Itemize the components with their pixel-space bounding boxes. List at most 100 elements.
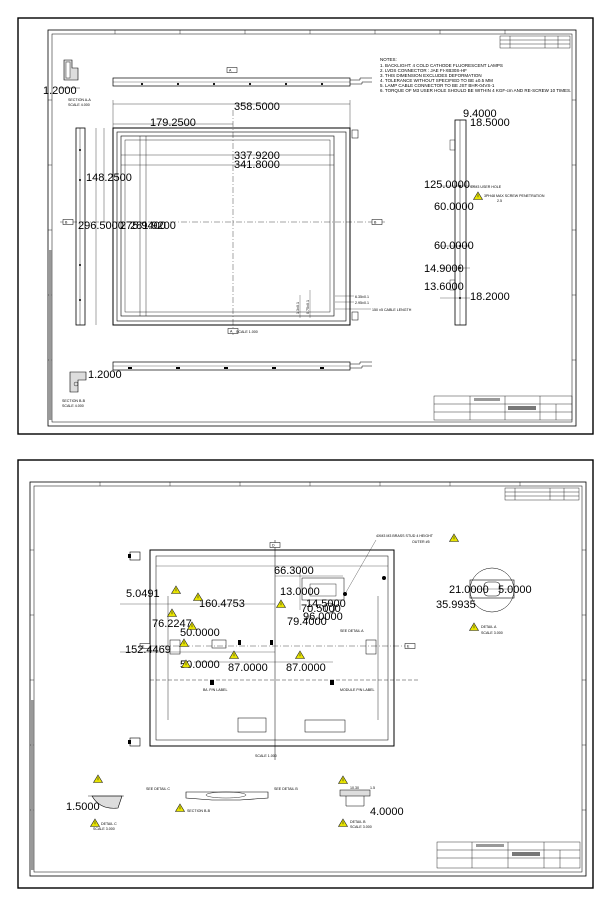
dim-152: 152.4469: [125, 644, 171, 656]
warning-icons-sheet2: [90, 533, 479, 827]
detail-b: 10.30 1.5 4.0000 DETAIL B SCALE 3.000: [339, 786, 404, 829]
stud-note: 4XM3 M3 BRASS STUD 4 HEIGHT: [376, 534, 434, 538]
cable-length: 150 ±5 CABLE LENGTH: [372, 308, 412, 312]
dim-60b: 60.0000: [434, 240, 474, 252]
section-bb-detail: 1.2000 SECTION B-B SCALE 4.000: [62, 369, 122, 408]
dim-179: 179.2500: [150, 117, 196, 129]
dim-18-2: 18.2000: [470, 291, 510, 303]
section-bb-2: SEE DETAIL C SEE DETAIL B SECTION B-B: [146, 787, 298, 813]
dim-50a: 50.0000: [180, 627, 220, 639]
dim-281: 281.9200: [130, 220, 176, 232]
dim-358: 358.5000: [234, 101, 280, 113]
dim-87b: 87.0000: [286, 662, 326, 674]
rear-view-dimension-lines: [120, 570, 343, 663]
front-view-dimensions: [95, 100, 351, 325]
title-block-1: [433, 395, 573, 421]
sheet1-side-text: [49, 250, 52, 420]
see-detail-c: SEE DETAIL C: [146, 787, 170, 791]
dim-60a: 60.0000: [434, 201, 474, 213]
detail-c-scale: SCALE 3.000: [93, 827, 115, 831]
tag-e-left: E: [142, 645, 145, 649]
sheet2-inner-border: [33, 485, 583, 873]
section-aa-scale: SCALE 4.000: [68, 103, 90, 107]
stud-note-2: OUTER #5: [412, 540, 430, 544]
dim-2-95: 2.95±0.1: [355, 301, 369, 305]
tag-e-right: E: [407, 645, 410, 649]
revision-block: [499, 35, 571, 49]
dim-1-2-top: 1.2000: [43, 85, 77, 97]
section-aa-label: SECTION A-A: [68, 98, 91, 102]
dim-14-9: 14.9000: [424, 263, 464, 275]
sheet2-side-text: [31, 700, 34, 870]
note-4: 4. TOLERANCE WITHOUT SPECIFIED TO BE ±0.…: [380, 78, 493, 83]
dim-14-5: 14.5000: [306, 598, 346, 610]
tag-d-top: D: [272, 544, 275, 548]
dim-87a: 87.0000: [228, 662, 268, 674]
revision-block-2: [504, 487, 580, 501]
dim-50b: 50.0000: [180, 659, 220, 671]
dim-21: 21.0000: [449, 584, 489, 596]
see-detail-a: SEE DETAIL A: [340, 629, 364, 633]
notes-title: NOTES:: [380, 57, 397, 62]
detail-b-scale: SCALE 3.000: [350, 825, 372, 829]
dim-1-5-b: 1.5: [370, 786, 375, 790]
detail-a-label: DETAIL A: [481, 625, 497, 629]
section-bb-scale: SCALE 4.000: [62, 404, 84, 408]
dim-6-35: 6.35±0.1: [355, 295, 369, 299]
dim-76: 76.2247: [152, 618, 192, 630]
dim-1-5: 1.5000: [66, 801, 100, 813]
penetration-note: 3PH48 MAX SCREW PENETRATION: [484, 194, 545, 198]
outer-frame-2: [17, 459, 594, 889]
tag-b-left: B: [65, 221, 68, 225]
dim-1-3: 1.3±0.1: [296, 302, 300, 314]
detail-c-label: DETAIL C: [101, 822, 117, 826]
dim-18-5: 18.5000: [470, 117, 510, 129]
outer-frame-1: [17, 17, 594, 435]
dim-337: 337.9200: [234, 150, 280, 162]
top-strip-view: A: [112, 67, 372, 87]
bl-label: B/L P/N LABEL: [203, 688, 227, 692]
sheet-2: D E E: [29, 481, 587, 877]
dim-96: 96.0000: [303, 611, 343, 623]
detail-b-label: DETAIL B: [350, 820, 366, 824]
detail-c: 1.5000 DETAIL C SCALE 3.000: [66, 795, 124, 831]
notes-block: NOTES: 1. BACKLIGHT: 4 COLD CATHODE FLUO…: [380, 57, 571, 93]
dim-148: 148.2500: [86, 172, 132, 184]
module-label: MODULE P/N LABEL: [340, 688, 375, 692]
left-side-view: [75, 127, 86, 326]
note-5: 5. LAMP CABLE CONNECTOR TO BE JST BHR-04…: [380, 83, 495, 88]
detail-a-scale: SCALE 3.000: [481, 631, 503, 635]
dim-10-3: 10.30: [350, 786, 359, 790]
sheet2-border: [29, 481, 587, 877]
bottom-strip-view: [112, 361, 372, 371]
dim-296: 296.5000: [78, 220, 124, 232]
see-detail-b: SEE DETAIL B: [274, 787, 298, 791]
dim-70: 70.5000: [301, 603, 341, 615]
dim-66-3: 66.3000: [274, 565, 314, 577]
section-aa-detail: 1.2000 SECTION A-A SCALE 4.000: [43, 59, 91, 107]
dim-5-04: 5.0491: [126, 588, 160, 600]
user-hole-note: 4XM3 USER HOLE: [470, 185, 502, 189]
dim-0-75: 0.75±0.1: [306, 300, 310, 314]
dim-341: 341.8000: [234, 159, 280, 171]
tag-a-top: A: [229, 69, 232, 73]
dim-4: 4.0000: [370, 806, 404, 818]
dim-275: 275.9400: [120, 220, 166, 232]
note-3: 3. THIS DIMENSION EXCLUDES DEFORMATION: [380, 73, 482, 78]
dim-35: 35.9935: [436, 599, 476, 611]
sheet1-border: [47, 29, 577, 427]
dim-13-6: 13.6000: [424, 281, 464, 293]
dim-1-2-bottom: 1.2000: [88, 369, 122, 381]
panel-front-view: B B A: [60, 110, 385, 335]
sheet1-inner-border: [51, 33, 573, 423]
connector-dims: 1.3±0.1 0.75±0.1 6.35±0.1 2.95±0.1 150 ±…: [236, 290, 412, 334]
tag-a-bottom: A: [230, 330, 233, 334]
detail-a: 21.0000 5.0000 35.9935 DETAIL A SCALE 3.…: [436, 567, 532, 635]
right-side-view: [440, 119, 475, 326]
penetration-value: 2.5: [497, 199, 502, 203]
dim-160: 160.4753: [199, 598, 245, 610]
section-bb-label: SECTION B-B: [62, 399, 86, 403]
scale-main-1: SCALE 1.000: [236, 330, 258, 334]
